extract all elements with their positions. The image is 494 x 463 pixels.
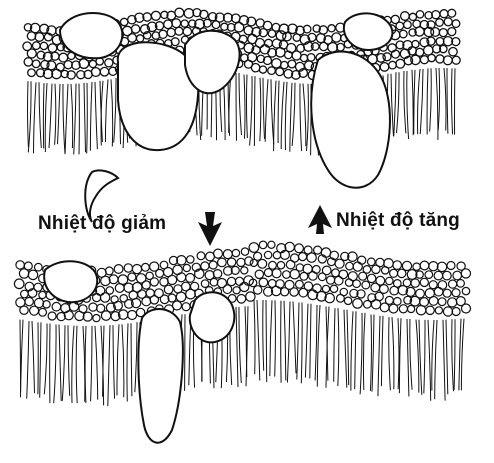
protein-lower-top-left — [44, 261, 97, 302]
label-temperature-increase: Nhiệt độ tăng — [336, 210, 460, 232]
protein-lower-left — [138, 309, 182, 443]
arrow-down-icon — [198, 212, 222, 246]
label-temperature-decrease: Nhiệt độ giảm — [38, 213, 166, 235]
protein-top-middle — [185, 31, 240, 93]
protein-large-right — [311, 52, 390, 188]
protein-small-right — [344, 13, 393, 50]
upper-membrane-tails — [28, 68, 455, 156]
arrow-up-icon — [308, 205, 332, 234]
lower-membrane-tails — [20, 300, 464, 406]
protein-lower-middle — [190, 292, 234, 342]
